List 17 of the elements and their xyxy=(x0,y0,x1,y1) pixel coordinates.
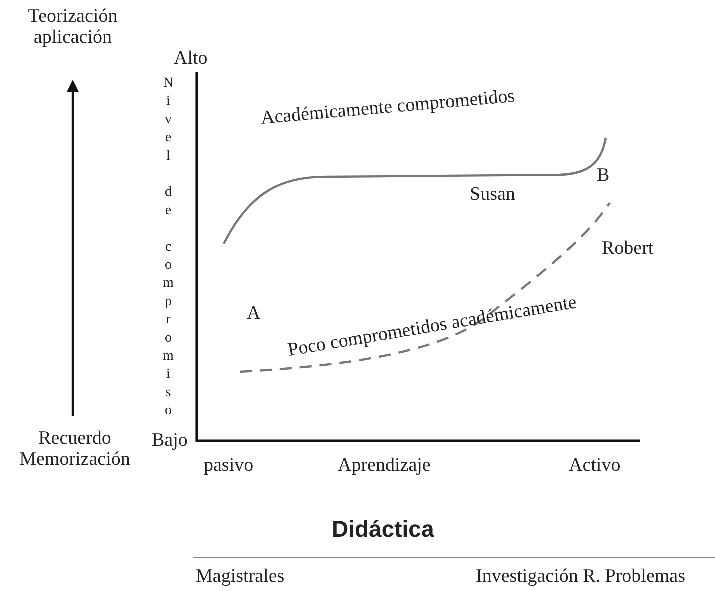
heading: Didáctica xyxy=(332,516,434,542)
curve-label: Robert xyxy=(602,238,654,259)
axis-label: Bajo xyxy=(152,430,188,451)
point-label: B xyxy=(597,165,610,186)
axis-title: Nivel de compromiso xyxy=(160,76,176,422)
scale-label: Magistrales xyxy=(196,566,285,587)
point-label: A xyxy=(247,303,261,324)
axis-label: Recuerdo Memorización xyxy=(18,428,132,470)
scale-label: Investigación R. Problemas xyxy=(476,566,686,587)
axis-label: Activo xyxy=(569,455,621,476)
axis-label: Alto xyxy=(174,48,208,69)
axis-label: pasivo xyxy=(204,455,254,476)
curve-label: Susan xyxy=(470,184,516,205)
curve-label: Académicamente comprometidos xyxy=(260,86,516,129)
axis-title: Aprendizaje xyxy=(338,455,431,476)
curve-label: Poco comprometidos académicamente xyxy=(286,292,578,361)
axis-label: Teorización aplicación xyxy=(28,6,118,48)
